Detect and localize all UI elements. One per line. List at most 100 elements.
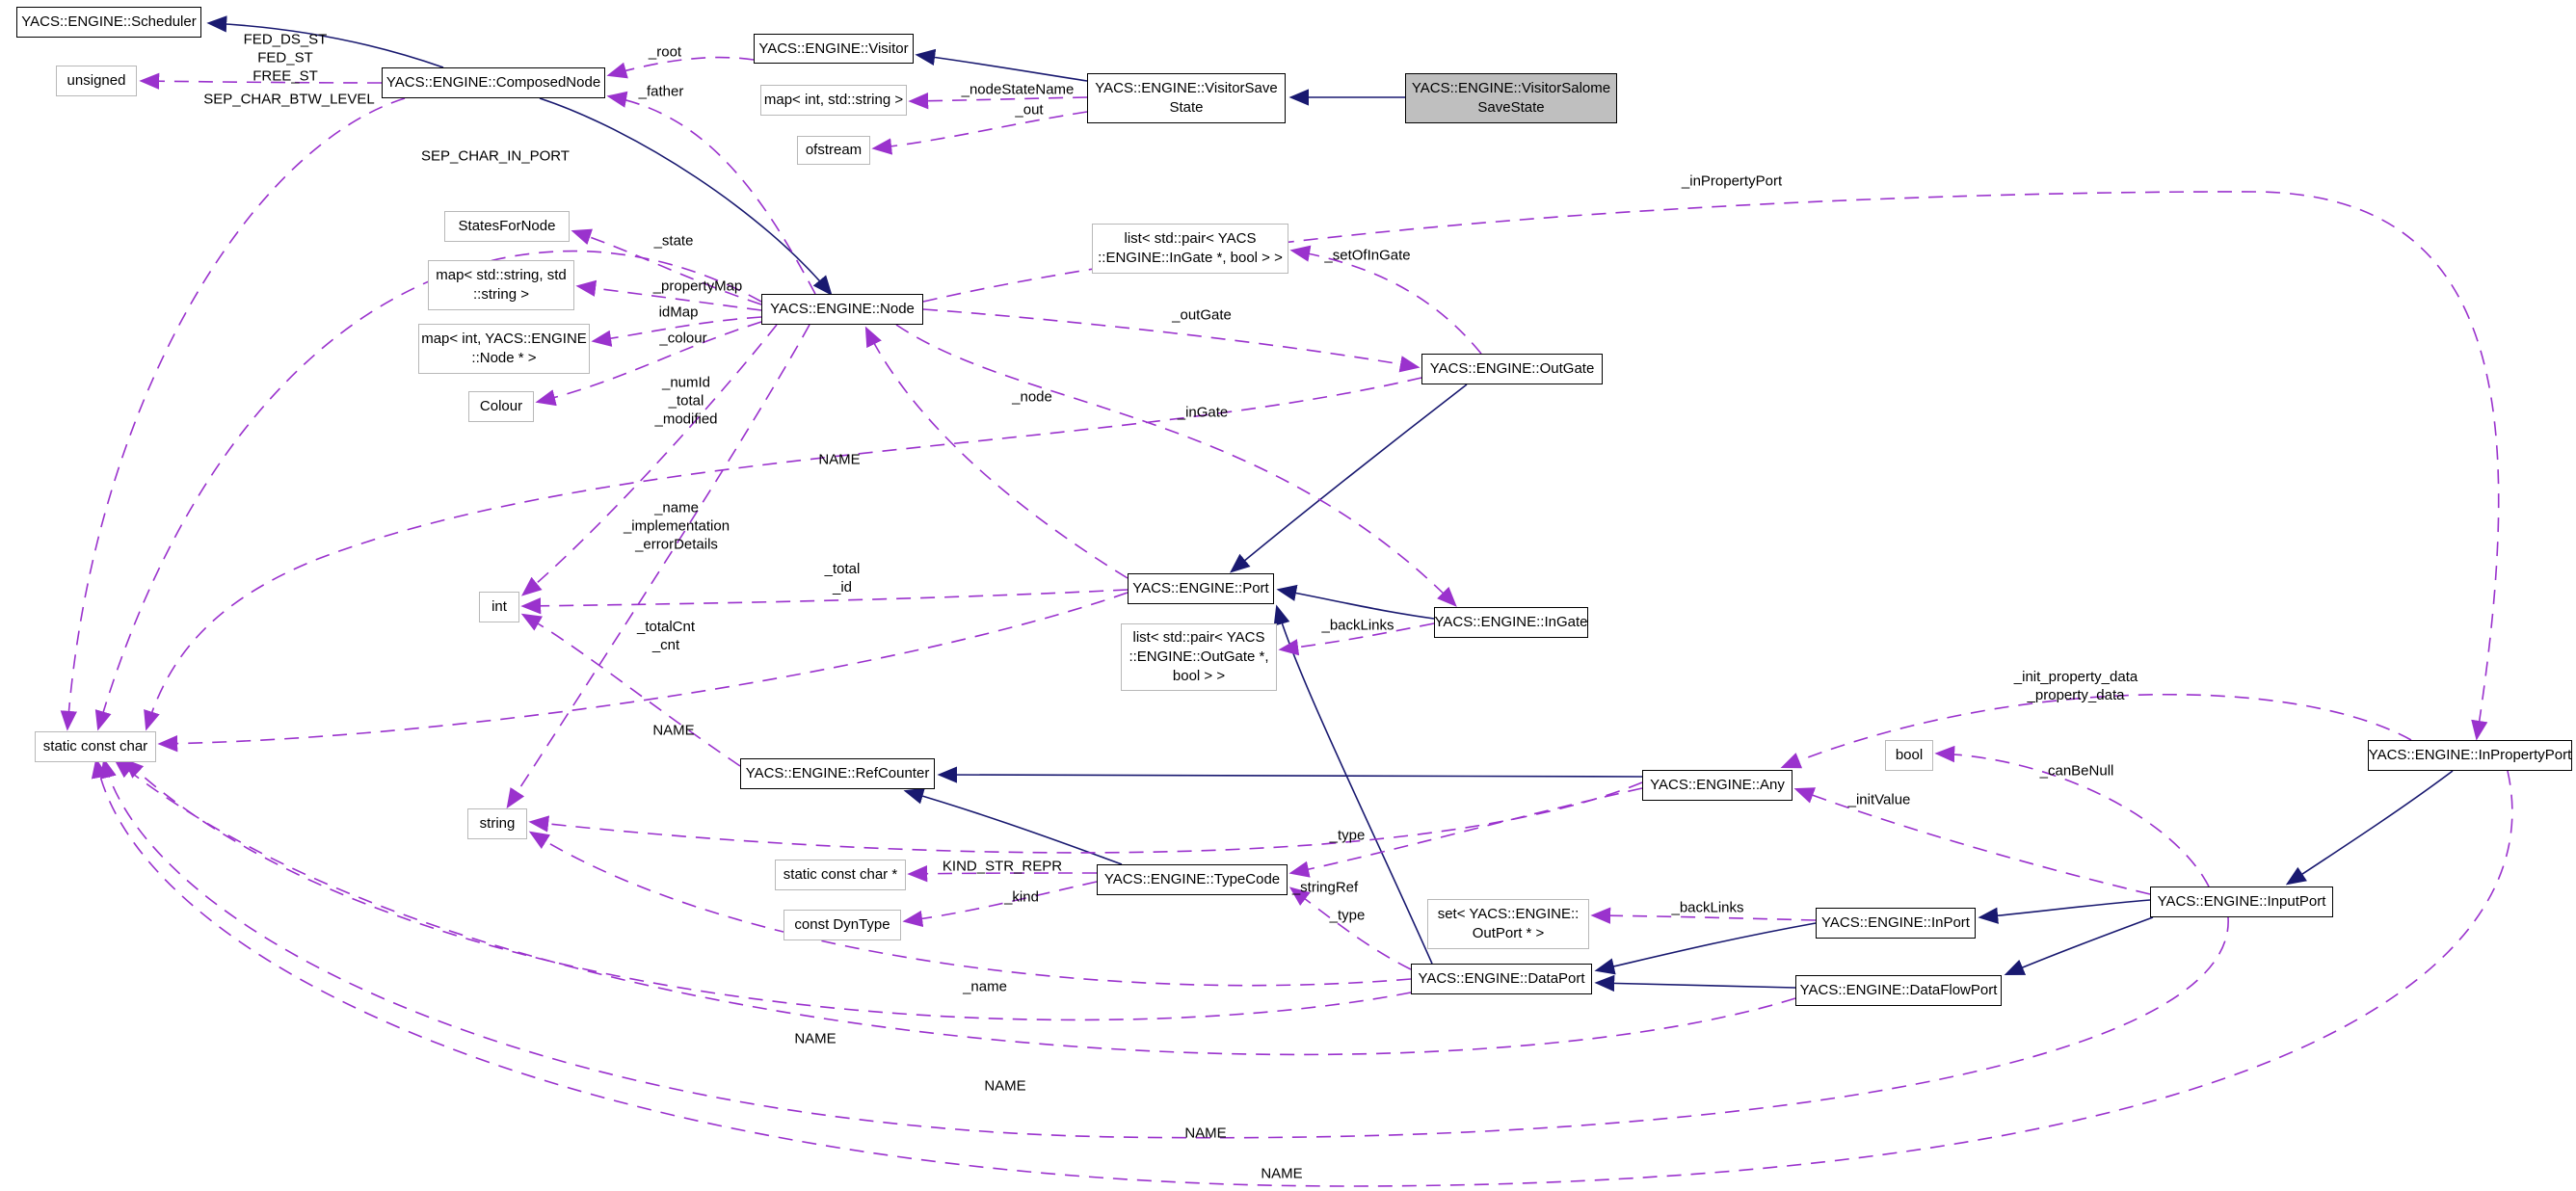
edge-label-node-in-gate: _inGate: [1177, 404, 1229, 421]
class-box-input-port[interactable]: YACS::ENGINE::InputPort: [2150, 887, 2333, 917]
class-box-any[interactable]: YACS::ENGINE::Any: [1642, 770, 1793, 801]
edge-label-data-port-type-code: _type: [1329, 907, 1366, 924]
class-box-static-const-char: static const char: [35, 731, 156, 762]
class-box-visitor[interactable]: YACS::ENGINE::Visitor: [754, 34, 914, 64]
edge-any-type-code: [1288, 787, 1643, 878]
edge-node-in-gate: [895, 324, 1457, 607]
edge-label-in-property-port-static-const-char: NAME: [1261, 1165, 1303, 1182]
class-box-node[interactable]: YACS::ENGINE::Node: [761, 294, 923, 325]
class-box-ref-counter[interactable]: YACS::ENGINE::RefCounter: [740, 758, 935, 789]
class-box-in-port[interactable]: YACS::ENGINE::InPort: [1816, 908, 1976, 939]
class-box-static-const-char-ptr: static const char *: [775, 860, 906, 890]
edge-port-int: [520, 589, 1129, 615]
edge-data-flow-port-static-const-char: [113, 758, 1796, 1056]
class-box-scheduler[interactable]: YACS::ENGINE::Scheduler: [16, 7, 201, 38]
edge-composed-node-node: [539, 97, 833, 297]
edge-node-int: [520, 324, 778, 596]
edge-label-port-static-const-char: NAME: [652, 722, 695, 739]
edge-label-visitor-composed-node: _root: [648, 43, 682, 61]
edge-node-static-const-char: [94, 250, 762, 731]
edge-node-states-for-node: [571, 228, 762, 305]
class-box-ofstream: ofstream: [797, 136, 870, 165]
class-box-int: int: [479, 592, 519, 622]
edge-label-node-composed-node: _father: [638, 83, 684, 100]
edge-input-port-any: [1793, 787, 2151, 895]
edge-port-node: [864, 326, 1129, 579]
edge-input-port-bool: [1934, 745, 2210, 887]
edge-any-ref-counter: [937, 766, 1643, 783]
edge-visitor-save-state-map-int-string: [908, 93, 1088, 110]
edge-label-port-int: _total _id: [824, 561, 861, 596]
class-box-visitor-save-state[interactable]: YACS::ENGINE::VisitorSave State: [1087, 73, 1286, 123]
edge-visitor-save-state-visitor: [915, 48, 1088, 82]
edge-in-gate-list-outgate-pair: [1278, 622, 1435, 656]
edge-in-property-port-static-const-char: [91, 757, 2513, 1187]
edge-label-node-static-const-char: SEP_CHAR_IN_PORT: [421, 147, 570, 165]
edge-node-map-int-node: [591, 316, 762, 347]
edge-port-static-const-char: [157, 592, 1129, 753]
edge-out-gate-static-const-char: [144, 377, 1422, 731]
class-box-data-port[interactable]: YACS::ENGINE::DataPort: [1411, 964, 1592, 994]
edge-data-port-type-code: [1288, 887, 1412, 970]
class-box-string: string: [467, 808, 527, 839]
edge-in-port-data-port: [1594, 922, 1817, 975]
class-box-port[interactable]: YACS::ENGINE::Port: [1128, 573, 1274, 604]
class-box-list-outgate-pair: list< std::pair< YACS ::ENGINE::OutGate …: [1121, 623, 1277, 691]
class-box-in-property-port[interactable]: YACS::ENGINE::InPropertyPort: [2368, 740, 2572, 771]
edge-any-string: [528, 781, 1643, 854]
edge-label-out-gate-list-ingate-pair: _setOfInGate: [1324, 247, 1411, 264]
edge-label-in-property-port-any: _init_property_data _property_data: [2013, 669, 2138, 703]
edge-in-gate-port: [1276, 584, 1435, 620]
edge-in-property-port-input-port: [2285, 770, 2454, 886]
edge-node-out-gate: [922, 308, 1421, 373]
class-box-list-ingate-pair: list< std::pair< YACS ::ENGINE::InGate *…: [1092, 224, 1288, 274]
edge-visitor-save-state-ofstream: [871, 111, 1088, 155]
edge-data-port-string: [528, 831, 1412, 987]
edge-data-port-static-const-char: [123, 758, 1412, 1021]
edge-label-data-port-static-const-char: NAME: [794, 1030, 837, 1047]
class-box-data-flow-port[interactable]: YACS::ENGINE::DataFlowPort: [1795, 975, 2002, 1006]
edge-input-port-data-flow-port: [2004, 916, 2154, 976]
edge-label-any-string: _stringRef: [1291, 879, 1359, 896]
edge-label-any-type-code: _type: [1329, 827, 1366, 844]
class-box-map-string-string: map< std::string, std ::string >: [428, 260, 574, 310]
edge-in-property-port-any: [1780, 693, 2412, 769]
edge-composed-node-scheduler: [206, 15, 444, 68]
edge-label-node-int: _numId _total _modified: [654, 374, 718, 428]
edge-composed-node-static-const-char: [60, 97, 406, 731]
edge-out-gate-list-ingate-pair: [1289, 245, 1482, 355]
edge-type-code-const-dyn-type: [902, 881, 1098, 928]
edge-label-data-flow-port-static-const-char: NAME: [984, 1077, 1026, 1095]
class-box-bool: bool: [1885, 740, 1933, 771]
edge-label-composed-node-static-const-char: SEP_CHAR_BTW_LEVEL: [203, 91, 375, 108]
class-box-out-gate[interactable]: YACS::ENGINE::OutGate: [1421, 354, 1603, 384]
edge-label-visitor-save-state-map-int-string: _nodeStateName: [961, 81, 1075, 98]
edge-data-port-port: [1273, 604, 1433, 965]
edge-label-type-code-const-dyn-type: _kind: [1004, 888, 1039, 906]
edge-visitor-composed-node: [606, 56, 755, 79]
edge-in-port-set-outport: [1590, 907, 1817, 924]
class-box-composed-node[interactable]: YACS::ENGINE::ComposedNode: [382, 67, 605, 98]
edge-label-node-out-gate: _outGate: [1172, 306, 1232, 324]
edge-label-port-node: _node: [1012, 388, 1052, 406]
class-box-visitor-salome-save-state: YACS::ENGINE::VisitorSalome SaveState: [1405, 73, 1617, 123]
edge-label-node-map-string-string: _propertyMap: [652, 278, 743, 295]
edge-label-ref-counter-int: _totalCnt _cnt: [636, 619, 696, 653]
class-box-type-code[interactable]: YACS::ENGINE::TypeCode: [1097, 864, 1288, 895]
edge-out-gate-port: [1230, 384, 1468, 573]
edge-input-port-in-port: [1978, 899, 2151, 924]
edge-label-visitor-save-state-ofstream: _out: [1015, 101, 1044, 119]
edge-label-data-port-string: _name: [963, 978, 1007, 995]
edge-label-type-code-static-const-char-ptr: KIND_STR_REPR: [942, 858, 1063, 875]
class-box-map-int-string: map< int, std::string >: [760, 85, 907, 116]
edge-node-in-property-port: [922, 191, 2500, 741]
edge-label-input-port-any: _initValue: [1847, 791, 1911, 808]
class-box-set-outport: set< YACS::ENGINE:: OutPort * >: [1427, 899, 1589, 949]
edge-label-node-colour: _colour: [659, 330, 707, 347]
class-box-in-gate[interactable]: YACS::ENGINE::InGate: [1434, 607, 1588, 638]
edge-label-input-port-static-const-char: NAME: [1184, 1125, 1227, 1142]
edge-label-in-port-set-outport: _backLinks: [1671, 899, 1744, 916]
edge-label-out-gate-static-const-char: NAME: [818, 451, 861, 468]
